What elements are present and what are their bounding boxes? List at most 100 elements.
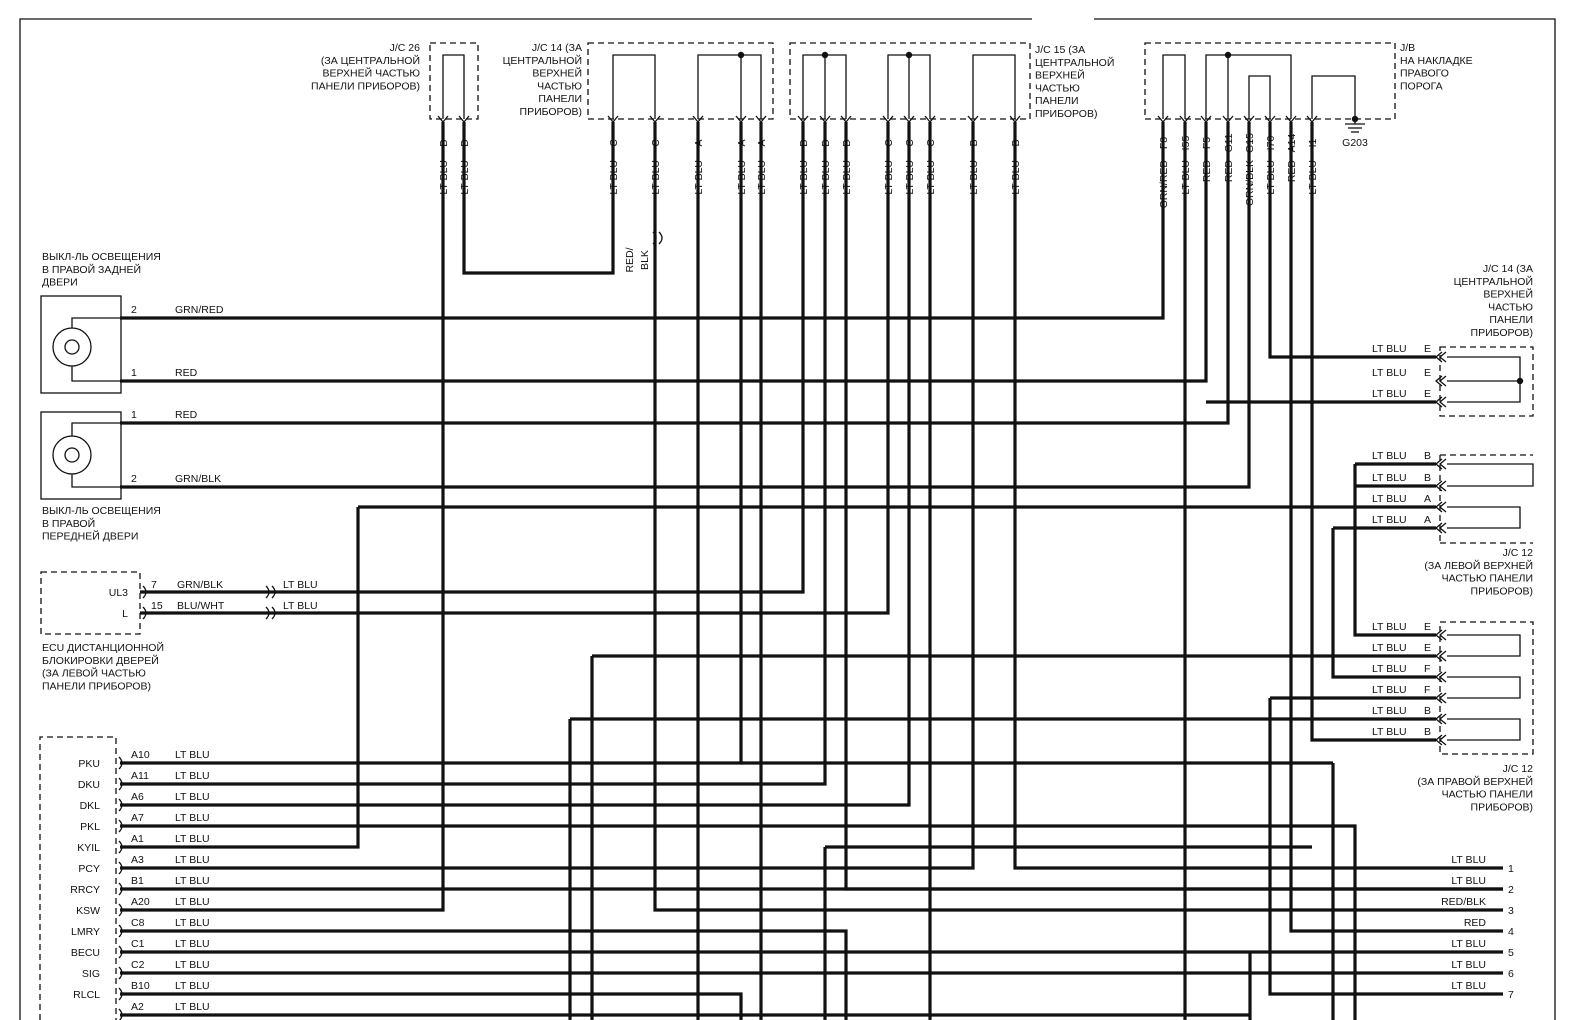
pin-label: D	[438, 139, 450, 147]
jc12-left-link	[1447, 463, 1534, 487]
wire-color-label: LT BLU	[175, 938, 210, 950]
jc26-box	[429, 42, 479, 120]
wire-color-label: LT BLU	[175, 812, 210, 824]
wire-color-label: LT BLU	[820, 160, 832, 195]
wire-color-label: LT BLU	[1265, 160, 1277, 195]
pin-chevron	[1434, 396, 1443, 408]
pin-label: A	[1424, 514, 1431, 526]
wire-color-label: LT BLU	[925, 160, 937, 195]
wire-color-label: LT BLU	[175, 875, 210, 887]
pin-label: B	[1424, 450, 1431, 462]
jb-caption: J/B	[1400, 42, 1415, 54]
wire-color-label: LT BLU	[175, 980, 210, 992]
wire-color-label: LT BLU	[175, 770, 210, 782]
wire-color-label: LT BLU	[1372, 450, 1407, 462]
jc12-right-box	[1439, 621, 1534, 755]
pin-chevron	[924, 115, 936, 124]
jc14-right-caption: ПРИБОРОВ)	[1471, 327, 1533, 339]
wire-color-label: RED	[1201, 160, 1213, 183]
wire-color-label: LT BLU	[841, 160, 853, 195]
pin-label: F5	[1201, 137, 1213, 149]
ecu-caption: ECU ДИСТАНЦИОННОЙ	[42, 641, 164, 654]
wire-color-label: GRN/RED	[175, 304, 224, 316]
pin-chevron	[1009, 115, 1021, 124]
wire-lt-blu	[1268, 122, 1436, 359]
ecu-pin-number: A1	[131, 833, 144, 845]
pin-chevron	[735, 115, 747, 124]
jc12-left-caption: ПРИБОРОВ)	[1471, 585, 1533, 597]
front-switch-caption: ВЫКЛ-ЛЬ ОСВЕЩЕНИЯ	[42, 505, 161, 517]
switch-lead	[71, 422, 120, 436]
ecu-caption: БЛОКИРОВКИ ДВЕРЕЙ	[42, 654, 159, 667]
jc26-caption: (ЗА ЦЕНТРАЛЬНОЙ	[321, 54, 420, 67]
inline-connector	[142, 606, 147, 620]
wire-color-label: BLU/WHT	[177, 600, 225, 612]
wire-color-label: LT BLU	[283, 600, 318, 612]
ecu-terminal-name: PKL	[80, 821, 100, 833]
wire-pcy	[120, 122, 975, 870]
pin-chevron	[1200, 115, 1212, 124]
switch-lead	[71, 366, 120, 382]
pin-chevron	[1434, 734, 1443, 746]
front-door-switch-box	[40, 411, 122, 500]
ecu-pin-number: A11	[131, 770, 149, 782]
inline-connector	[118, 987, 123, 1001]
jc14-link	[612, 54, 656, 119]
ecu-terminal-name: DKU	[78, 779, 100, 791]
pin-label: B	[1424, 705, 1431, 717]
frame-line	[1094, 18, 1556, 1020]
wire-red	[120, 122, 1208, 383]
wire-color-label: LT BLU	[1372, 493, 1407, 505]
rear-switch-caption: ВЫКЛ-ЛЬ ОСВЕЩЕНИЯ	[42, 251, 161, 263]
jc15-caption: ЦЕНТРАЛЬНОЙ	[1035, 56, 1114, 69]
switch-symbol	[52, 435, 92, 475]
switch-pin-number: 2	[131, 304, 137, 316]
wire-dkl	[120, 122, 911, 807]
inline-connector	[271, 606, 276, 620]
jc14-right-caption: ВЕРХНЕЙ	[1483, 288, 1533, 301]
jc14-top-caption: ПАНЕЛИ	[538, 93, 582, 105]
jc12-right-caption: J/C 12	[1503, 763, 1534, 775]
ecu-pin-number: A6	[131, 791, 144, 803]
main-ecu-box	[39, 736, 117, 1020]
wire-color-label: LT BLU	[1451, 980, 1486, 992]
ecu-pin-number: A3	[131, 854, 144, 866]
jc12-left-caption: ЧАСТЬЮ ПАНЕЛИ	[1442, 573, 1533, 585]
pin-label: C	[904, 139, 916, 147]
jb-link	[1162, 54, 1186, 119]
pin-label: D	[841, 139, 853, 147]
wire-color-label: LT BLU	[798, 160, 810, 195]
splice-label: RED/	[624, 247, 636, 272]
ecu-pin-number: A10	[131, 749, 150, 761]
pin-chevron	[1438, 692, 1447, 704]
wire-color-label: LT BLU	[1372, 726, 1407, 738]
ground-label: G203	[1342, 137, 1368, 149]
pin-chevron	[692, 115, 704, 124]
pin-label: F	[1424, 684, 1430, 696]
pin-label: C	[883, 139, 895, 147]
inline-connector	[142, 585, 147, 599]
pin-chevron	[437, 115, 449, 124]
wire-color-label: LT BLU	[175, 917, 210, 929]
pin-chevron	[1438, 501, 1447, 513]
pin-chevron	[1438, 458, 1447, 470]
inline-connector	[265, 585, 270, 599]
jc14-right-caption: ЦЕНТРАЛЬНОЙ	[1454, 275, 1533, 288]
wire-color-label: RED	[175, 367, 198, 379]
ecu-terminal-name: LMRY	[71, 926, 100, 938]
inline-connector	[118, 882, 123, 896]
pin-label: B	[968, 139, 980, 146]
inline-connector	[652, 231, 657, 245]
output-number: 3	[1508, 905, 1514, 917]
inline-connector	[118, 819, 123, 833]
jc15-caption: ЧАСТЬЮ	[1035, 82, 1080, 94]
wire-color-label: LT BLU	[175, 959, 210, 971]
pin-label: E	[1424, 642, 1431, 654]
wire-color-label: LT BLU	[1372, 388, 1407, 400]
ecu-pin-number: B10	[131, 980, 150, 992]
wire-lt-blu	[1331, 528, 1436, 679]
wire-lt-blu	[1353, 464, 1436, 637]
output-number: 6	[1508, 968, 1514, 980]
wire-color-label: GRN/BLK	[1244, 160, 1256, 206]
ecu-terminal-name: RRCY	[70, 884, 100, 896]
